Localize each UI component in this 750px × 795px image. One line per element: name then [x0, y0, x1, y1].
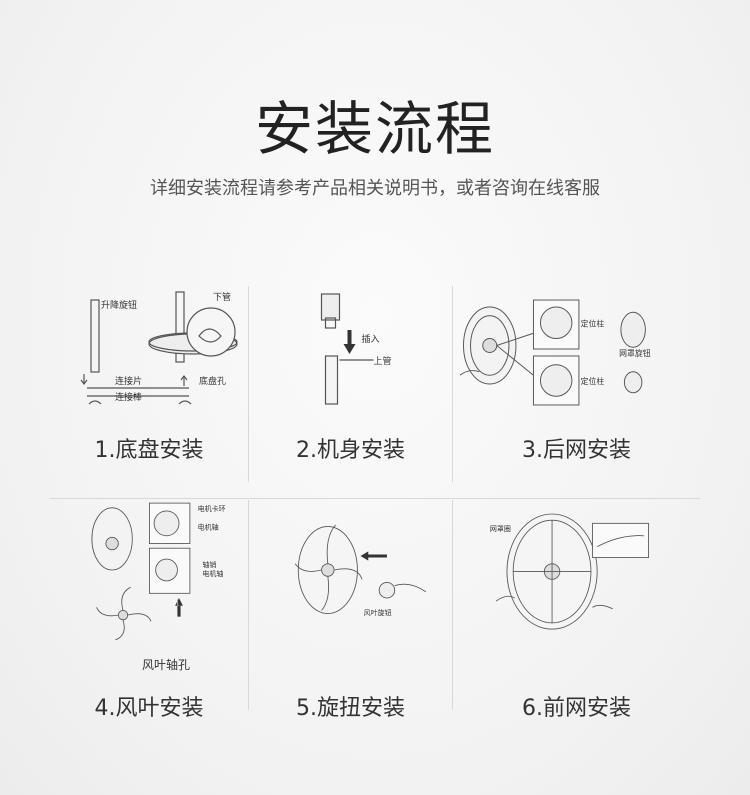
step-label: 3.后网安装: [522, 438, 631, 463]
step-blade-install: 电机卡环 电机轴 轴销 电机轴 风叶轴孔 4.风叶安装: [50, 500, 248, 730]
step-label: 1.底盘安装: [94, 438, 204, 463]
callout-upper-tube: 上管: [374, 355, 392, 367]
step-label: 4.风叶安装: [94, 696, 204, 721]
blade-install-illustration: 电机卡环 电机轴 轴销 电机轴: [91, 502, 226, 640]
callout-shaft-pin: 轴销: [202, 560, 216, 569]
knob-install-illustration: 风叶旋钮: [294, 524, 427, 617]
page-title: 安装流程: [254, 95, 495, 163]
body-install-illustration: 插入 上管: [320, 293, 392, 405]
divider-vertical: [248, 286, 249, 482]
page-subtitle: 详细安装流程请参考产品相关说明书，或者咨询在线客服: [150, 178, 600, 199]
divider-horizontal: [50, 498, 700, 499]
callout-connector-plate: 连接片: [115, 375, 142, 387]
base-install-illustration: 升降旋钮 下管 连接片 连接棒 底盘孔: [80, 291, 238, 405]
callout-motor-shaft: 电机轴: [198, 523, 219, 532]
callout-insert: 插入: [362, 333, 380, 345]
callout-locating-post: 定位柱: [581, 318, 605, 328]
step-label: 5.旋扭安装: [296, 696, 405, 721]
callout-grille-ring: 网罩圈: [490, 525, 511, 533]
callout-locating-post: 定位柱: [581, 376, 605, 386]
step-base-install: 升降旋钮 下管 连接片 连接棒 底盘孔 1.底盘安装: [50, 286, 248, 516]
callout-blade-knob: 风叶旋钮: [364, 608, 392, 617]
step-label: 2.机身安装: [296, 438, 405, 463]
callout-lower-tube: 下管: [213, 291, 231, 303]
callout-motor-shaft: 电机轴: [202, 569, 223, 578]
callout-motor-clip: 电机卡环: [198, 504, 226, 513]
callout-blade-shaft-hole: 风叶轴孔: [142, 658, 191, 672]
step-body-install: 插入 上管 2.机身安装: [249, 286, 452, 516]
callout-grille-knob: 网罩旋钮: [619, 348, 651, 358]
divider-vertical: [248, 500, 249, 710]
callout-lift-knob: 升降旋钮: [101, 299, 137, 311]
front-grille-illustration: 网罩圈: [490, 513, 649, 630]
step-front-grille-install: 网罩圈 6.前网安装: [453, 500, 700, 730]
step-label: 6.前网安装: [522, 696, 631, 721]
step-rear-grille-install: 定位柱 网罩旋钮 定位柱 3.后网安装: [453, 286, 700, 516]
steps-grid: 升降旋钮 下管 连接片 连接棒 底盘孔 1.底盘安装 插入 上管 2.机身安装: [50, 286, 700, 766]
divider-vertical: [452, 286, 453, 482]
divider-vertical: [452, 500, 453, 710]
rear-grille-illustration: 定位柱 网罩旋钮 定位柱: [459, 299, 651, 406]
callout-connector-rod: 连接棒: [115, 391, 142, 403]
callout-base-hole: 底盘孔: [199, 375, 226, 387]
step-knob-install: 风叶旋钮 5.旋扭安装: [249, 500, 452, 730]
